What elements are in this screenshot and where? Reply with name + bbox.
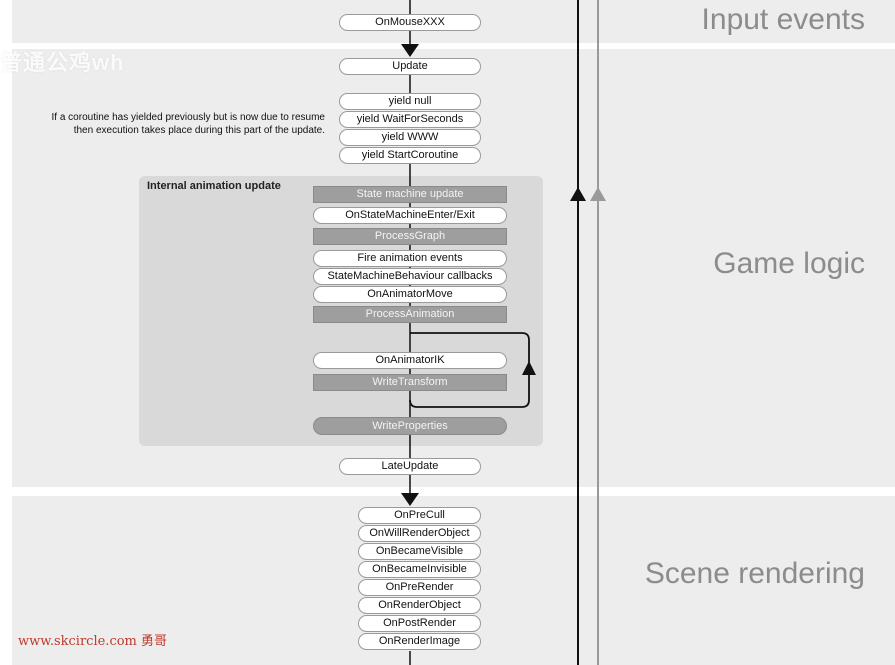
node-process-animation: ProcessAnimation xyxy=(313,306,507,323)
internal-animation-title: Internal animation update xyxy=(147,180,281,192)
node-late-update: LateUpdate xyxy=(339,458,481,475)
node-yield-null: yield null xyxy=(339,93,481,110)
node-fire-animation-events: Fire animation events xyxy=(313,250,507,267)
arrow-down-render xyxy=(401,493,419,506)
node-update: Update xyxy=(339,58,481,75)
scene-rendering-title: Scene rendering xyxy=(644,557,865,590)
timeline-arrow-main xyxy=(570,187,586,201)
node-on-mouse: OnMouseXXX xyxy=(339,14,481,31)
timeline-arrow-secondary xyxy=(590,187,606,201)
arrow-down-update xyxy=(401,44,419,57)
node-on-became-invisible: OnBecameInvisible xyxy=(358,561,481,578)
coroutine-note: If a coroutine has yielded previously bu… xyxy=(51,112,326,136)
ik-loop-arrow xyxy=(522,361,536,375)
node-write-transform: WriteTransform xyxy=(313,374,507,391)
node-write-properties: WriteProperties xyxy=(313,417,507,435)
node-on-became-visible: OnBecameVisible xyxy=(358,543,481,560)
node-on-render-image: OnRenderImage xyxy=(358,633,481,650)
node-process-graph: ProcessGraph xyxy=(313,228,507,245)
node-on-will-render-object: OnWillRenderObject xyxy=(358,525,481,542)
watermark-text: www.skcircle.com 勇哥 xyxy=(18,634,168,649)
node-on-animator-ik: OnAnimatorIK xyxy=(313,352,507,369)
node-on-render-object: OnRenderObject xyxy=(358,597,481,614)
node-yield-waitforseconds: yield WaitForSeconds xyxy=(339,111,481,128)
node-on-post-render: OnPostRender xyxy=(358,615,481,632)
ik-loop-path xyxy=(409,332,530,408)
node-on-animator-move: OnAnimatorMove xyxy=(313,286,507,303)
game-logic-title: Game logic xyxy=(713,247,865,280)
node-on-pre-cull: OnPreCull xyxy=(358,507,481,524)
node-on-state-machine-enter-exit: OnStateMachineEnter/Exit xyxy=(313,207,507,224)
node-yield-www: yield WWW xyxy=(339,129,481,146)
input-events-title: Input events xyxy=(701,3,865,36)
node-statemachinebehaviour-callbacks: StateMachineBehaviour callbacks xyxy=(313,268,507,285)
faded-overlay-text: 普通公鸡wh xyxy=(0,50,125,75)
node-yield-startcoroutine: yield StartCoroutine xyxy=(339,147,481,164)
node-state-machine-update: State machine update xyxy=(313,186,507,203)
node-on-pre-render: OnPreRender xyxy=(358,579,481,596)
